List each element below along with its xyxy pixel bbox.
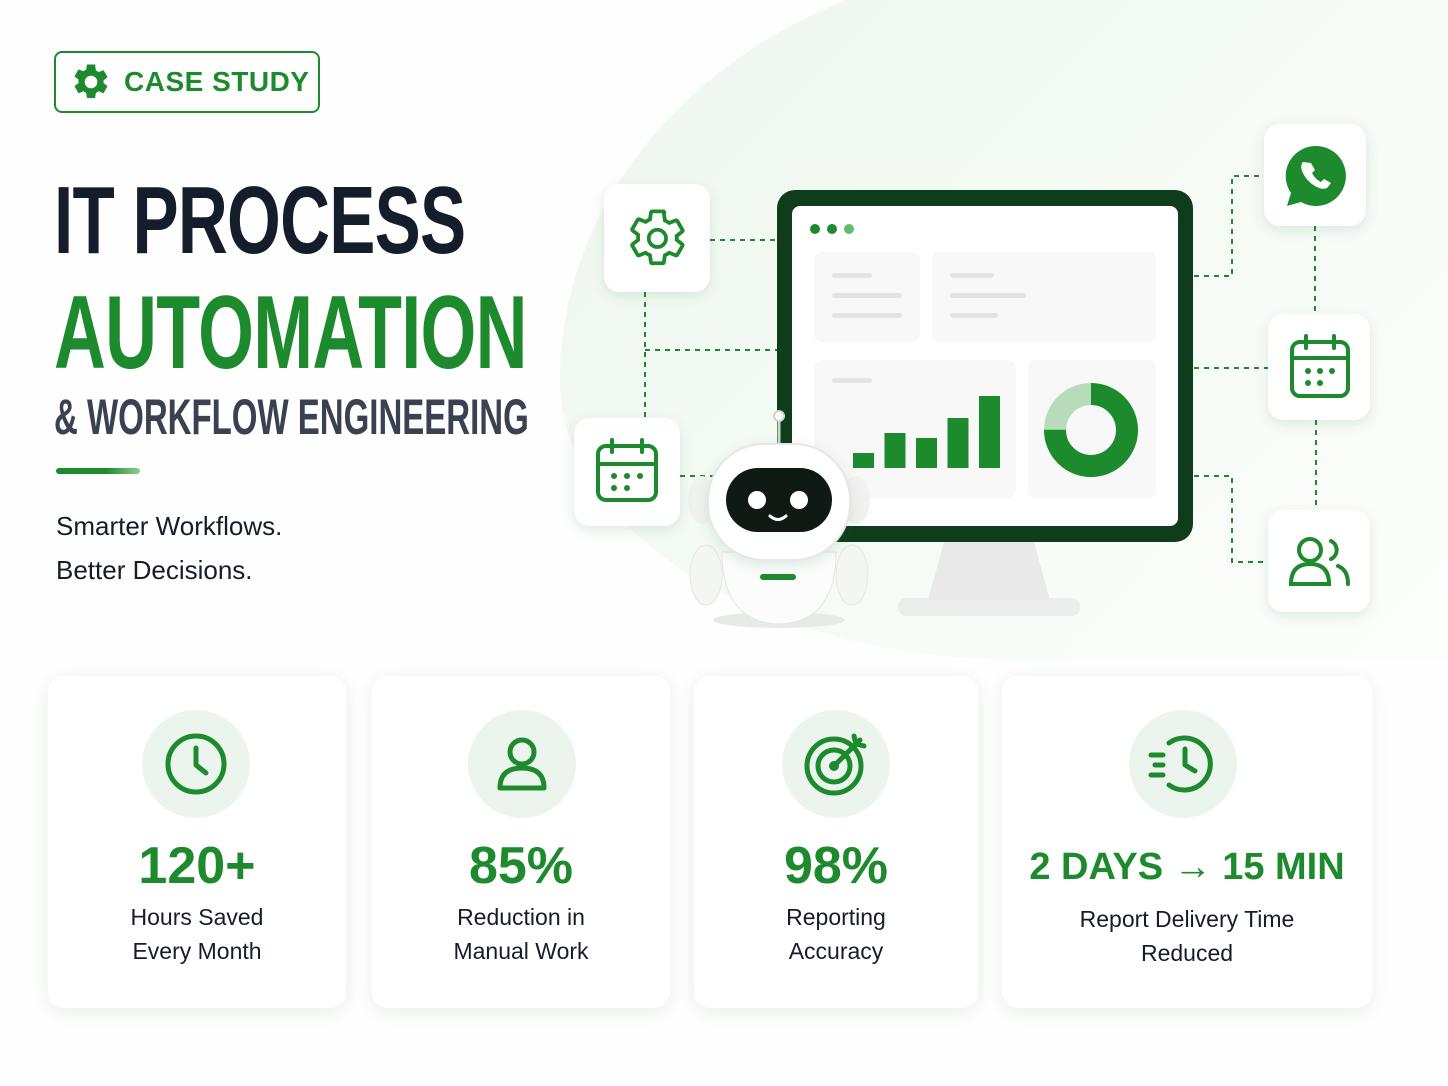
gear-icon (74, 64, 108, 99)
tagline-line-2: Better Decisions. (56, 555, 253, 585)
stat-label-line-1: Hours Saved (130, 904, 264, 930)
stat-icon-circle (142, 710, 250, 818)
target-icon (804, 733, 867, 796)
connector-lines (644, 175, 1317, 563)
accent-divider (56, 468, 140, 474)
calendar-icon (596, 438, 658, 502)
clock-icon (165, 733, 227, 795)
stat-label-line-1: Reduction in (457, 904, 585, 930)
calendar-node-left (574, 418, 680, 526)
calendar-icon (1290, 334, 1350, 398)
dashboard-bar (853, 453, 874, 468)
title-line-3: & WORKFLOW ENGINEERING (54, 389, 529, 445)
dashboard-bar (884, 433, 906, 468)
automation-illustration (574, 124, 1370, 628)
gear-node (604, 184, 710, 292)
whatsapp-node (1264, 124, 1366, 226)
stat-value: 85% (468, 837, 574, 895)
dashboard-donut (1044, 383, 1138, 477)
badge-label: CASE STUDY (124, 66, 310, 97)
stat-card-delivery-time: 2 DAYS → 15 MIN Report Delivery Time Red… (1002, 676, 1372, 1008)
monitor (777, 190, 1193, 616)
stat-icon-circle (782, 710, 890, 818)
users-icon (1288, 537, 1350, 586)
stat-card-manual-work: 85% Reduction in Manual Work (372, 676, 670, 1008)
stat-value: 98% (783, 837, 889, 895)
user-icon (497, 737, 547, 791)
stat-label-line-2: Manual Work (453, 938, 589, 964)
case-study-badge: CASE STUDY (54, 51, 320, 113)
dashboard-bar (947, 418, 969, 468)
fast-clock-icon (1148, 735, 1213, 793)
stat-icon-circle (1129, 710, 1237, 818)
dashboard-bar (979, 396, 1000, 468)
stat-label-line-2: Reduced (1140, 940, 1234, 966)
robot-mascot (688, 410, 870, 628)
gear-icon (630, 209, 685, 266)
stat-label-line-1: Reporting (786, 904, 886, 930)
title-line-2: AUTOMATION (54, 275, 527, 391)
dashboard-bar-chart (853, 396, 1000, 468)
stat-label-line-2: Every Month (132, 938, 262, 964)
stat-value: 2 DAYS → 15 MIN (1029, 846, 1345, 888)
title-line-1: IT PROCESS (54, 167, 466, 274)
users-node (1268, 510, 1370, 612)
stat-card-hours: 120+ Hours Saved Every Month (48, 676, 346, 1008)
whatsapp-icon (1285, 145, 1346, 206)
stat-card-accuracy: 98% Reporting Accuracy (694, 676, 978, 1008)
dashboard-bar (916, 438, 937, 468)
stat-label-line-2: Accuracy (788, 938, 884, 964)
stat-label-line-1: Report Delivery Time (1079, 906, 1295, 932)
tagline-line-1: Smarter Workflows. (56, 511, 283, 541)
stat-icon-circle (468, 710, 576, 818)
stat-value: 120+ (138, 837, 256, 895)
calendar-node-right (1268, 314, 1370, 420)
